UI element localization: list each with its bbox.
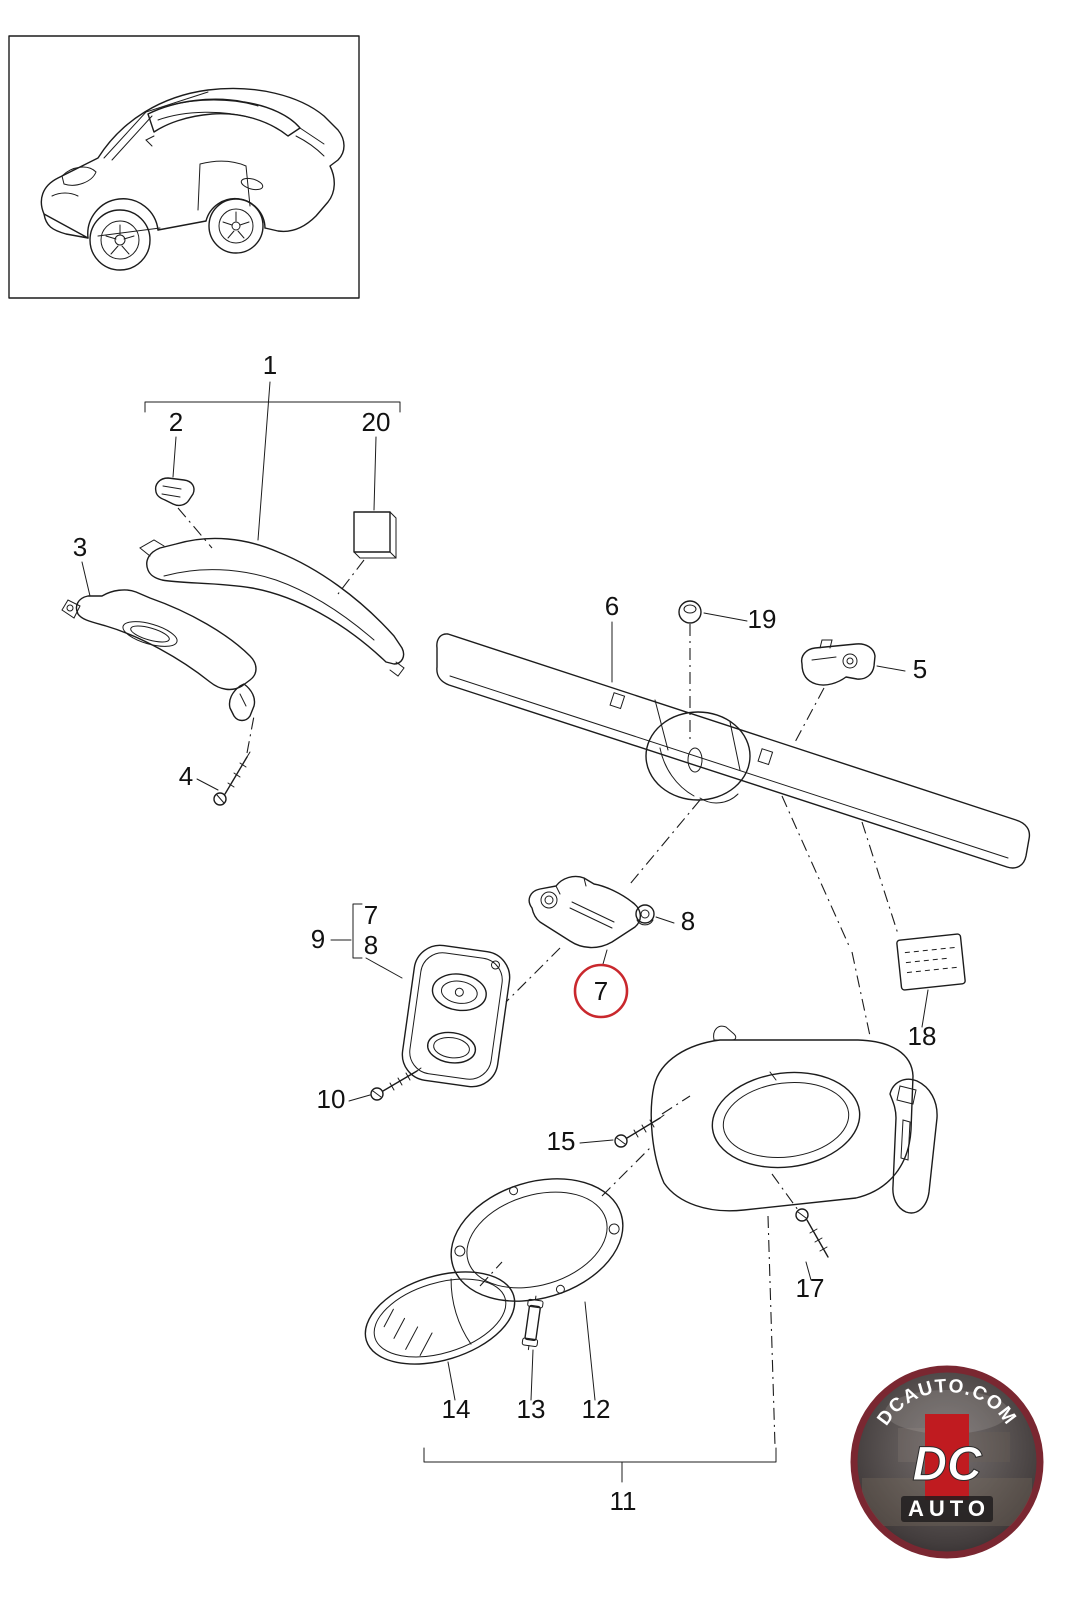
part-789-group: 9 7 8 8 7 (311, 799, 701, 1114)
callout-15: 15 (547, 1126, 576, 1156)
part-10-screw (370, 1067, 422, 1101)
part-1-pillar-trim (139, 537, 405, 677)
leader-visor-to-17 (771, 1173, 799, 1211)
part-19-grommet (678, 600, 702, 624)
leader-4-to-bracket (246, 715, 255, 754)
callout-8: 8 (681, 906, 695, 936)
callout-7-highlighted[interactable]: 7 (594, 976, 608, 1006)
part-1-pillar-trim-group: 1 2 20 (139, 350, 405, 677)
interior-light-group: 14 13 12 11 (364, 1147, 777, 1516)
callout-19: 19 (748, 604, 777, 634)
sun-visor-group: 15 17 18 (547, 795, 966, 1303)
callout-10: 10 (317, 1084, 346, 1114)
bracket-9 (352, 903, 363, 959)
part-9-plate (401, 944, 511, 1088)
part-4-screw (213, 751, 251, 806)
part-6-roof-rail-group: 6 19 5 (436, 591, 1031, 869)
leader-rail-to-visor (781, 795, 871, 1037)
car-thumbnail-frame (8, 35, 360, 299)
callout-3: 3 (73, 532, 87, 562)
leader-rail-to-18 (861, 821, 899, 935)
leader-rail-to-7 (629, 799, 701, 885)
part-12-light-housing (450, 1178, 624, 1302)
logo-red-banner (925, 1414, 969, 1500)
part-7-bracket (528, 875, 641, 949)
callout-20: 20 (362, 407, 391, 437)
leader-2-to-trim (177, 507, 213, 549)
callout-9: 9 (311, 924, 325, 954)
part-8-nut (635, 904, 655, 926)
part-2-clip (154, 477, 195, 507)
callout-4: 4 (179, 761, 193, 791)
leader-12-to-15 (601, 1147, 651, 1197)
part-17-screw (795, 1208, 829, 1258)
callout-1: 1 (263, 350, 277, 380)
callout-7-grouped: 7 (364, 900, 378, 930)
logo-sub-text: AUTO (908, 1496, 990, 1521)
part-3-trim-group: 3 4 (61, 532, 257, 806)
part-18-pad (896, 933, 966, 991)
highlighted-callout-7[interactable]: 7 (573, 963, 629, 1019)
callout-5: 5 (913, 654, 927, 684)
logo-monogram: DC (912, 1438, 983, 1491)
part-14-lens (364, 1271, 516, 1365)
bracket-11 (423, 1447, 777, 1483)
sun-visor-arm (889, 1078, 938, 1214)
callout-8-grouped: 8 (364, 930, 378, 960)
dcauto-logo: DCAUTO.COM DC AUTO (850, 1365, 1044, 1559)
callout-12: 12 (582, 1394, 611, 1424)
part-15-screw (614, 1114, 665, 1148)
callout-14: 14 (442, 1394, 471, 1424)
leader-15-to-visor (661, 1095, 691, 1115)
red-highlight-circle[interactable] (573, 963, 629, 1019)
part-13-bulb (521, 1295, 544, 1351)
leader-5-to-rail (793, 687, 825, 745)
callout-6: 6 (605, 591, 619, 621)
car-thumbnail (8, 35, 360, 299)
part-3-trim (61, 589, 257, 722)
logo-auto-band (901, 1496, 993, 1522)
leader-14-to-12 (479, 1261, 503, 1287)
part-6-roof-rail (436, 633, 1031, 869)
bracket-1 (144, 401, 401, 413)
part-20-pad (353, 511, 397, 559)
part-5-clip (800, 639, 876, 686)
callout-11: 11 (610, 1486, 637, 1516)
callout-2: 2 (169, 407, 183, 437)
